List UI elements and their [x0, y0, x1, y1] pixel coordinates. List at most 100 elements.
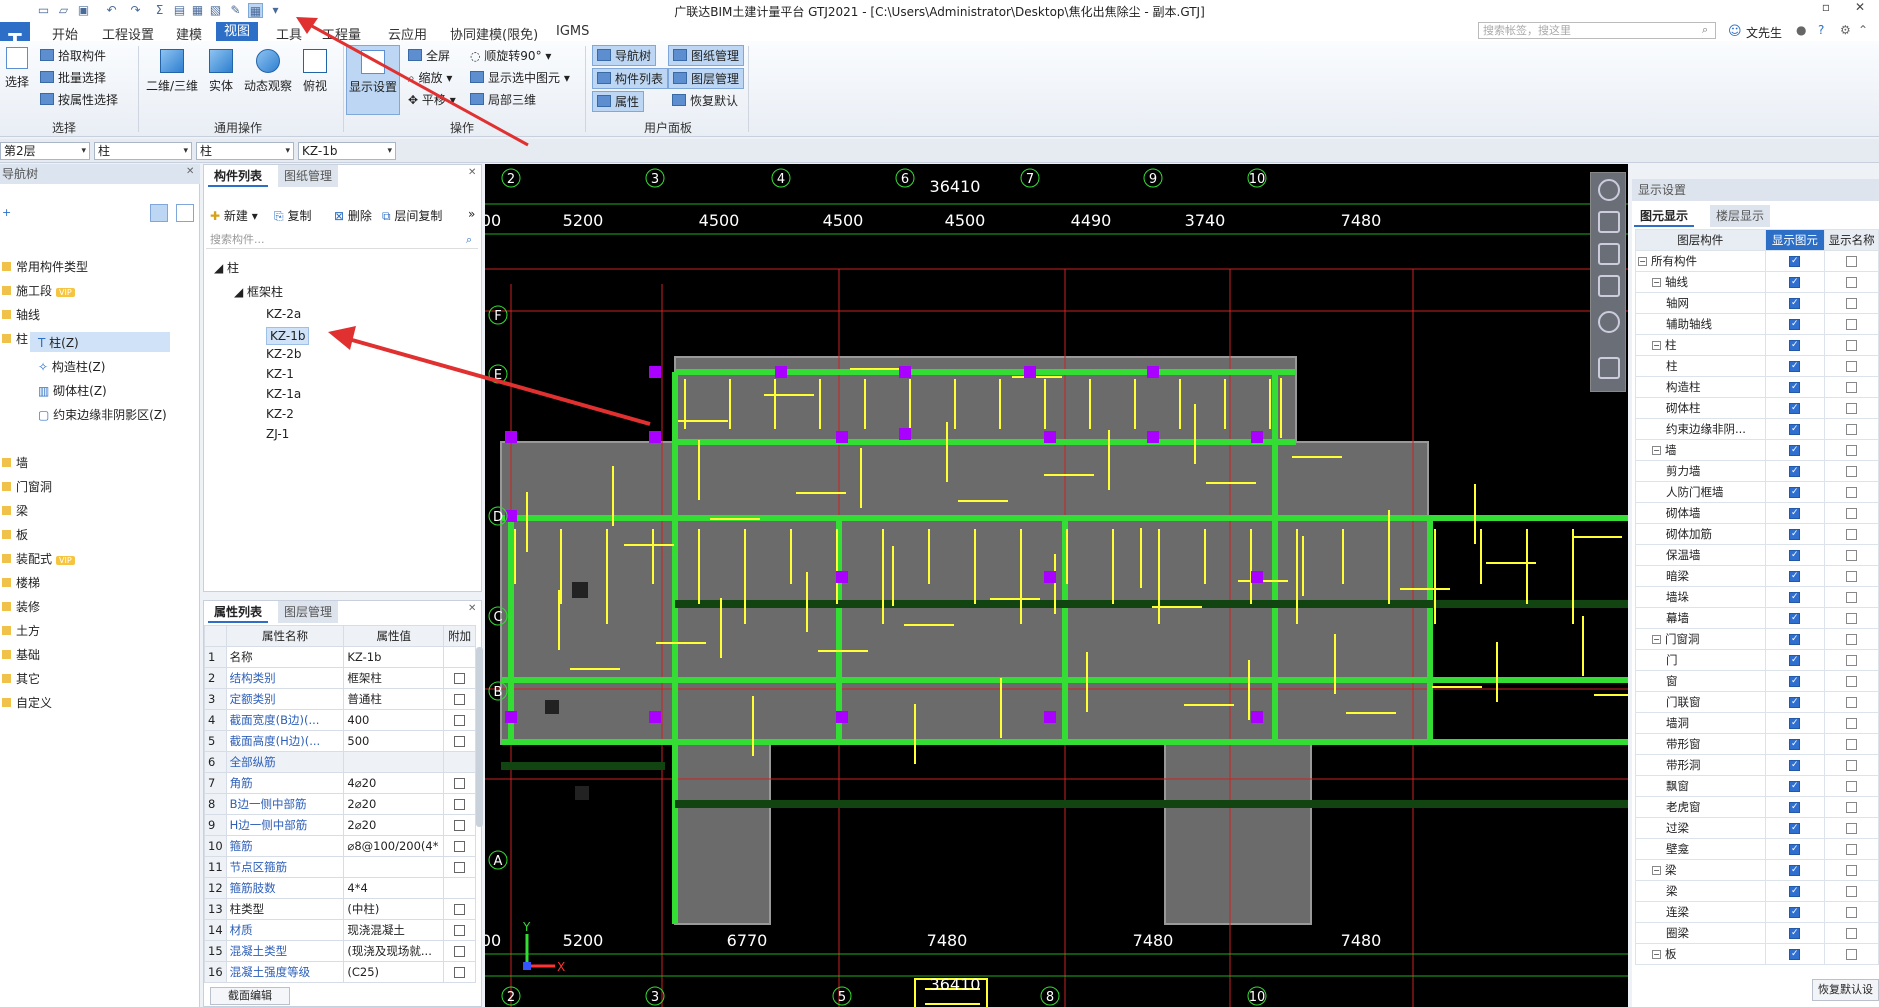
nav-sub-column[interactable]: T 柱(Z): [38, 334, 79, 351]
grid-icon[interactable]: ▦: [248, 3, 263, 18]
more-icon[interactable]: »: [468, 207, 476, 221]
show-element-checkbox[interactable]: ✓: [1789, 592, 1801, 603]
component-search-input[interactable]: 搜索构件...: [206, 231, 478, 249]
nav-item[interactable]: 楼梯: [2, 574, 40, 591]
show-element-checkbox[interactable]: ✓: [1789, 466, 1801, 477]
column-marker[interactable]: [836, 571, 848, 583]
show-name-checkbox[interactable]: [1846, 844, 1858, 855]
layer-row[interactable]: 人防门框墙✓: [1635, 481, 1879, 503]
column-marker[interactable]: [899, 366, 911, 378]
open-file-icon[interactable]: ▱: [58, 3, 69, 17]
solid-button[interactable]: 实体: [206, 49, 236, 94]
nav-item[interactable]: 梁: [2, 502, 28, 519]
user-avatar-icon[interactable]: ☺: [1728, 24, 1742, 39]
zoom-button[interactable]: ⌕ 缩放 ▾: [408, 71, 453, 85]
show-name-checkbox[interactable]: [1846, 445, 1858, 456]
show-element-checkbox[interactable]: ✓: [1789, 256, 1801, 267]
menu-view[interactable]: 视图: [216, 22, 259, 41]
collapse-icon[interactable]: −: [1652, 866, 1661, 875]
new-button[interactable]: ✚ 新建 ▾: [210, 209, 258, 223]
column-marker[interactable]: [1251, 711, 1263, 723]
prop-value[interactable]: 400: [343, 709, 445, 731]
component-item[interactable]: KZ-2b: [266, 347, 302, 361]
undo-icon[interactable]: ↶: [106, 3, 117, 17]
layer-row[interactable]: −轴线✓: [1635, 271, 1879, 293]
layer-row[interactable]: 构造柱✓: [1635, 376, 1879, 398]
prop-value[interactable]: 普通柱: [343, 688, 445, 710]
layer-row[interactable]: 剪力墙✓: [1635, 460, 1879, 482]
nav-item[interactable]: 其它: [2, 670, 40, 687]
layer-row[interactable]: 辅助轴线✓: [1635, 313, 1879, 335]
layer-row[interactable]: 带形窗✓: [1635, 733, 1879, 755]
select-by-attr-button[interactable]: 按属性选择: [40, 91, 118, 108]
prop-value[interactable]: ⌀8@100/200(4*: [343, 835, 445, 857]
layer-row[interactable]: 砌体墙✓: [1635, 502, 1879, 524]
layer-row[interactable]: 保温墙✓: [1635, 544, 1879, 566]
show-name-checkbox[interactable]: [1846, 319, 1858, 330]
show-name-checkbox[interactable]: [1846, 466, 1858, 477]
column-marker[interactable]: [649, 711, 661, 723]
show-element-checkbox[interactable]: ✓: [1789, 550, 1801, 561]
layer-row[interactable]: 砌体加筋✓: [1635, 523, 1879, 545]
collapse-ribbon-icon[interactable]: ⌃: [1858, 23, 1869, 37]
show-name-checkbox[interactable]: [1846, 676, 1858, 687]
collapse-icon[interactable]: −: [1652, 950, 1661, 959]
nav-sub-constraint-edge[interactable]: ▢ 约束边缘非阴影区(Z): [38, 406, 167, 423]
tab-component-list[interactable]: 构件列表: [208, 165, 269, 187]
layer-row[interactable]: 梁✓: [1635, 880, 1879, 902]
prop-value[interactable]: 4*4: [343, 877, 445, 899]
show-element-checkbox[interactable]: ✓: [1789, 277, 1801, 288]
layer-row[interactable]: 约束边缘非阴...✓: [1635, 418, 1879, 440]
prop-value[interactable]: [343, 751, 445, 773]
column-marker[interactable]: [836, 431, 848, 443]
restore-default-button[interactable]: 恢复默认: [672, 92, 738, 109]
show-name-checkbox[interactable]: [1846, 361, 1858, 372]
pick-component-button[interactable]: 拾取构件: [40, 47, 106, 64]
menu-tools[interactable]: 工具: [276, 28, 303, 43]
search-icon[interactable]: ⌕: [1702, 23, 1709, 36]
show-element-checkbox[interactable]: ✓: [1789, 382, 1801, 393]
show-element-checkbox[interactable]: ✓: [1789, 508, 1801, 519]
comp-list-toggle[interactable]: 构件列表: [592, 68, 669, 89]
close-icon[interactable]: ✕: [468, 167, 477, 178]
show-element-checkbox[interactable]: ✓: [1789, 529, 1801, 540]
layer-row[interactable]: 壁龛✓: [1635, 838, 1879, 860]
show-element-checkbox[interactable]: ✓: [1789, 907, 1801, 918]
edit-icon[interactable]: ✎: [230, 3, 241, 17]
layer-row[interactable]: −墙✓: [1635, 439, 1879, 461]
show-element-checkbox[interactable]: ✓: [1789, 319, 1801, 330]
column-marker[interactable]: [836, 711, 848, 723]
show-element-checkbox[interactable]: ✓: [1789, 655, 1801, 666]
extra-checkbox[interactable]: [454, 904, 466, 915]
show-name-checkbox[interactable]: [1846, 403, 1858, 414]
show-name-checkbox[interactable]: [1846, 865, 1858, 876]
copy-button[interactable]: ⎘ 复制: [274, 207, 311, 224]
local-3d-button[interactable]: 局部三维: [470, 91, 536, 108]
column-marker[interactable]: [1251, 571, 1263, 583]
view-report-icon[interactable]: ▦: [191, 3, 204, 17]
column-marker[interactable]: [1024, 366, 1036, 378]
search-icon[interactable]: ⌕: [466, 233, 473, 246]
customize-icon[interactable]: ▾: [272, 3, 279, 17]
layer-row[interactable]: −柱✓: [1635, 334, 1879, 356]
tree-group[interactable]: ◢ 框架柱: [234, 285, 284, 299]
dynamic-view-button[interactable]: 动态观察: [242, 49, 294, 94]
nav-item[interactable]: 柱: [2, 330, 28, 347]
show-element-checkbox[interactable]: ✓: [1789, 445, 1801, 456]
user-name[interactable]: 文先生: [1746, 26, 1783, 40]
layer-row[interactable]: −梁✓: [1635, 859, 1879, 881]
column-marker[interactable]: [775, 366, 787, 378]
show-name-checkbox[interactable]: [1846, 823, 1858, 834]
layer-row[interactable]: 连梁✓: [1635, 901, 1879, 923]
column-marker[interactable]: [505, 510, 517, 522]
component-item[interactable]: KZ-1b: [266, 327, 310, 345]
show-element-checkbox[interactable]: ✓: [1789, 781, 1801, 792]
show-name-checkbox[interactable]: [1846, 907, 1858, 918]
show-name-checkbox[interactable]: [1846, 382, 1858, 393]
rotate-button[interactable]: ◌ 顺旋转90° ▾: [470, 49, 552, 63]
